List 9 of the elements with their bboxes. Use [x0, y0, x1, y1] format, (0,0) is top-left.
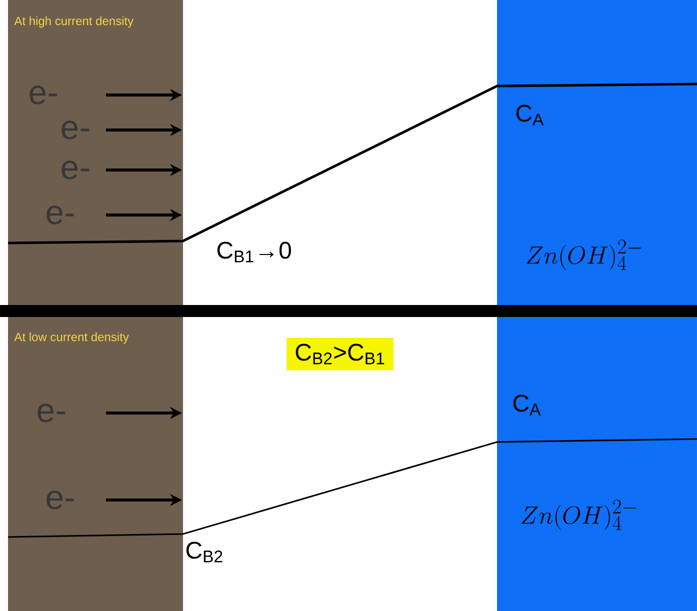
panel-title: At low current density — [14, 332, 129, 344]
concentration-label: C$_{A}$ — [516, 104, 544, 126]
panel-title: At high current density — [14, 16, 134, 28]
concentration-label: C$_{B1}$→0 — [217, 242, 291, 262]
concentration-label: C$_{A}$ — [513, 394, 541, 416]
ion-formula: $Zn(OH)_4^{2-}$ — [522, 500, 636, 530]
ion-formula: $Zn(OH)_4^{2-}$ — [526, 240, 642, 270]
concentration-label: C$_{B2}$ — [186, 542, 222, 562]
comparison-box: C$_{B2}$>C$_{B1}$ — [286, 338, 394, 370]
